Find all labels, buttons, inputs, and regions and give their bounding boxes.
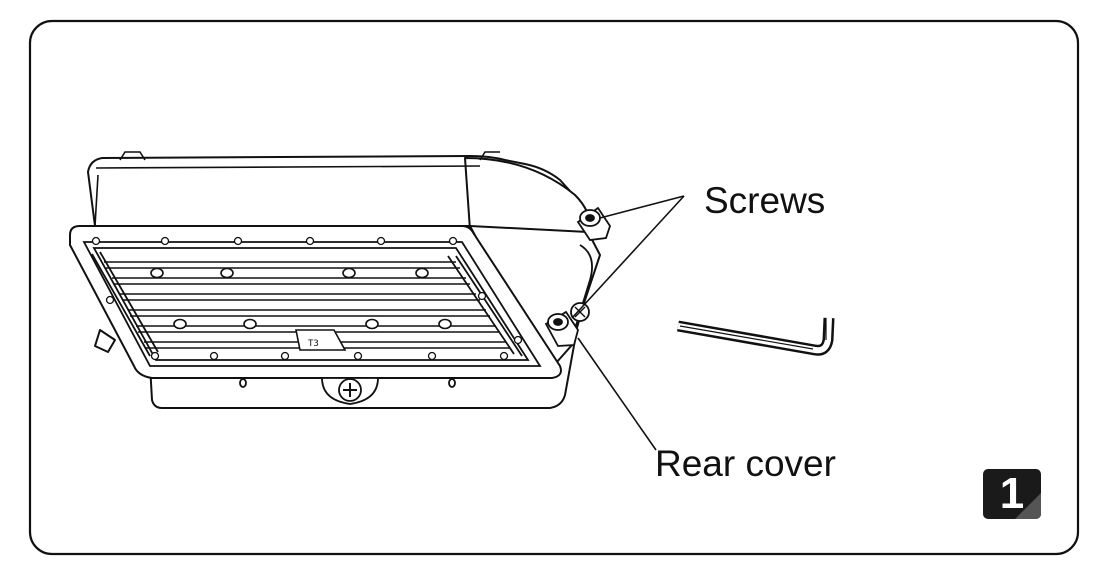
part-tag-text: T3 [308,339,319,349]
mounting-holes [150,267,452,330]
top-panel-details [94,151,500,227]
rear-cover-leader-line [577,337,657,451]
screws-leader-lines [571,195,685,319]
device-housing [69,155,601,409]
step-number-badge: 1 [983,469,1041,519]
bottom-bracket [239,377,456,405]
part-tag: T3 [295,329,347,351]
screws-label: Screws [704,180,826,221]
rear-screw-bottom [544,310,579,347]
rear-cover-label: Rear cover [655,443,836,484]
hex-key-tool [677,317,835,356]
rear-cover-panel [569,244,593,346]
step-number: 1 [999,469,1025,518]
edge-screws [91,236,523,361]
diagram-frame [28,19,1080,556]
